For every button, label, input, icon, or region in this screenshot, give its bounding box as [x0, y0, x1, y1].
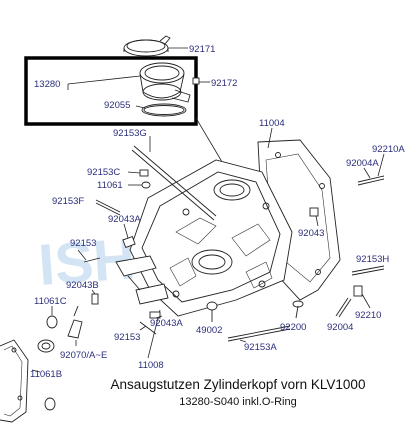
- label-92153: 92153: [70, 238, 96, 249]
- label-11061: 11061: [97, 180, 123, 191]
- label-92210: 92210: [355, 310, 381, 321]
- label-92070: 92070/A~E: [60, 350, 107, 361]
- label-92153F: 92153F: [52, 196, 84, 207]
- label-11061B: 11061B: [30, 369, 62, 380]
- label-92200: 92200: [280, 322, 306, 333]
- label-92043A-bottom: 92043A: [150, 318, 183, 329]
- label-92043B: 92043B: [66, 280, 99, 291]
- part-labels: 92171 13280 92172 92055 11004 92153G 922…: [30, 44, 405, 380]
- label-11061C: 11061C: [34, 296, 67, 307]
- label-92004A-top: 92004A: [346, 158, 379, 169]
- o-ring-92055: [135, 103, 187, 117]
- label-11008: 11008: [138, 360, 164, 371]
- caption-title: Ansaugstutzen Zylinderkopf vorn KLV1000: [110, 377, 366, 392]
- label-11004: 11004: [259, 118, 285, 129]
- clamp-92171: [123, 35, 188, 57]
- label-92153-bottom: 92153: [114, 332, 140, 343]
- label-92210A: 92210A: [372, 144, 405, 155]
- screw-92172: [192, 77, 210, 85]
- label-92153A: 92153A: [244, 342, 277, 353]
- right-hardware: [227, 153, 385, 343]
- label-92153G: 92153G: [113, 128, 147, 139]
- label-92043-right: 92043: [298, 228, 324, 239]
- intake-pipe-13280: [67, 62, 191, 103]
- cover-11061B: [0, 339, 56, 423]
- label-92153C: 92153C: [87, 167, 120, 178]
- label-49002: 49002: [196, 325, 222, 336]
- left-hardware: [46, 136, 218, 346]
- label-92172: 92172: [211, 78, 237, 89]
- label-92004-bottom: 92004: [327, 322, 353, 333]
- label-92043A-top: 92043A: [108, 214, 141, 225]
- label-92153H: 92153H: [356, 254, 389, 265]
- label-92171: 92171: [189, 44, 215, 55]
- caption-subtitle: 13280-S040 inkl.O-Ring: [179, 396, 297, 408]
- label-13280: 13280: [34, 79, 60, 90]
- label-92055: 92055: [104, 100, 130, 111]
- highlight-box: [24, 56, 198, 126]
